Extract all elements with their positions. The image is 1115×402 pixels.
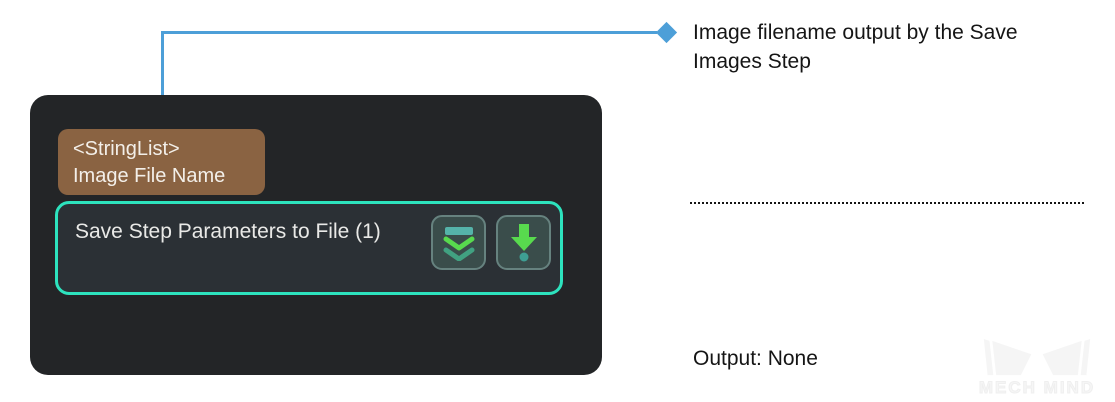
mech-mind-logo-icon: [983, 339, 1091, 376]
callout-diamond-marker-end: [655, 21, 678, 44]
callout-annotation: Image filename output by the Save Images…: [693, 18, 1018, 76]
callout-connector-line-vertical: [161, 31, 164, 123]
step-node-save-step-parameters[interactable]: Save Step Parameters to File (1): [55, 201, 563, 295]
save-to-file-button[interactable]: [496, 215, 551, 270]
output-status-label: Output: None: [693, 347, 818, 370]
port-type-label: <StringList>: [73, 138, 180, 160]
step-node-buttons: [431, 215, 551, 270]
callout-line-1: Image filename output by the Save: [693, 21, 1018, 44]
output-port-tag[interactable]: <StringList> Image File Name: [58, 129, 265, 195]
port-name-label: Image File Name: [73, 165, 226, 187]
graph-editor-panel: <StringList> Image File Name Save Step P…: [30, 95, 602, 375]
callout-line-2: Images Step: [693, 50, 811, 73]
step-node-title: Save Step Parameters to File (1): [75, 220, 381, 243]
download-arrow-icon: [510, 223, 537, 261]
double-chevron-collapse-icon: [443, 226, 474, 261]
collapse-parameters-button[interactable]: [431, 215, 486, 270]
watermark-text: MECH MIND: [978, 378, 1096, 398]
watermark: MECH MIND: [963, 339, 1111, 398]
callout-connector-line-horizontal: [163, 31, 657, 34]
dotted-divider: [690, 202, 1084, 204]
